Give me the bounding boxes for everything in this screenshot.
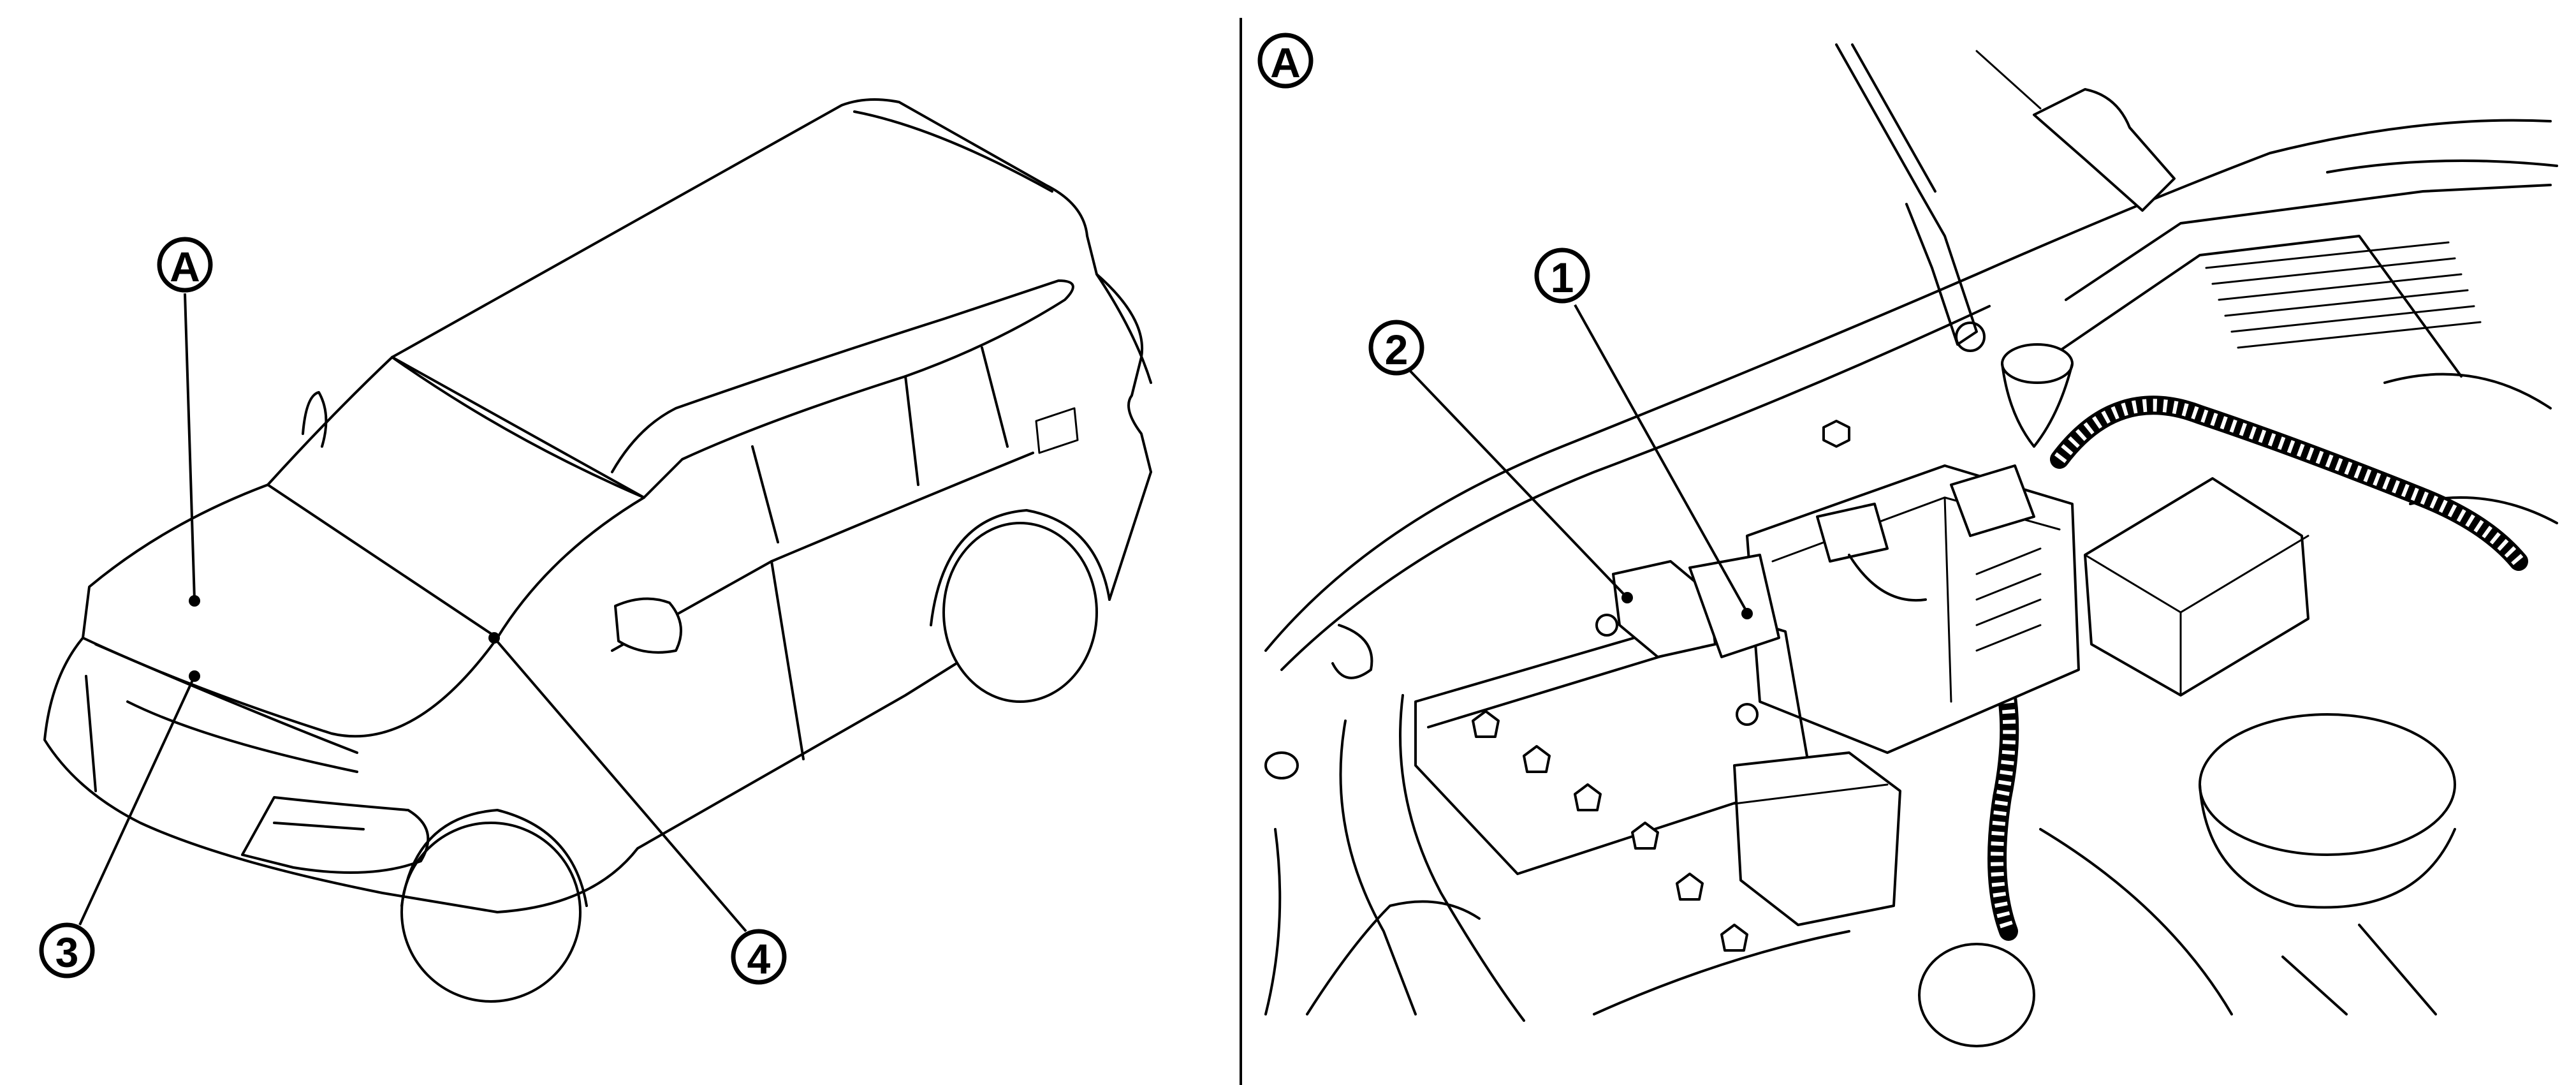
leader-3 xyxy=(78,675,196,926)
leader-1 xyxy=(1574,304,1748,613)
callout-3-circle xyxy=(39,922,95,978)
leader-a-left xyxy=(184,293,196,600)
leader-2 xyxy=(1409,370,1627,598)
callout-a-right-circle xyxy=(1257,33,1314,89)
leader-4 xyxy=(493,637,747,933)
callout-2: 2 xyxy=(1385,326,1409,373)
callout-3: 3 xyxy=(55,929,79,976)
point-3 xyxy=(189,670,200,682)
callout-2-circle xyxy=(1368,320,1424,376)
vehicle-illustration xyxy=(43,98,1152,1003)
point-4 xyxy=(488,632,500,644)
cowl-louvres xyxy=(2205,241,2482,349)
engine-bay-illustration xyxy=(1264,43,2558,1047)
callout-a-right: A xyxy=(1270,39,1301,86)
callout-a-left: A xyxy=(170,243,200,290)
left-callouts: A 3 4 xyxy=(39,237,787,985)
point-1 xyxy=(1741,608,1753,619)
callout-1: 1 xyxy=(1551,254,1574,301)
right-callouts: A 1 2 xyxy=(1257,33,1753,619)
battery-caps xyxy=(1472,710,1748,952)
point-a-left xyxy=(189,595,200,607)
callout-4-circle xyxy=(731,929,787,985)
callout-a-left-circle xyxy=(157,237,213,293)
callout-4: 4 xyxy=(747,935,771,982)
point-2 xyxy=(1621,592,1633,603)
callout-1-circle xyxy=(1534,247,1590,304)
